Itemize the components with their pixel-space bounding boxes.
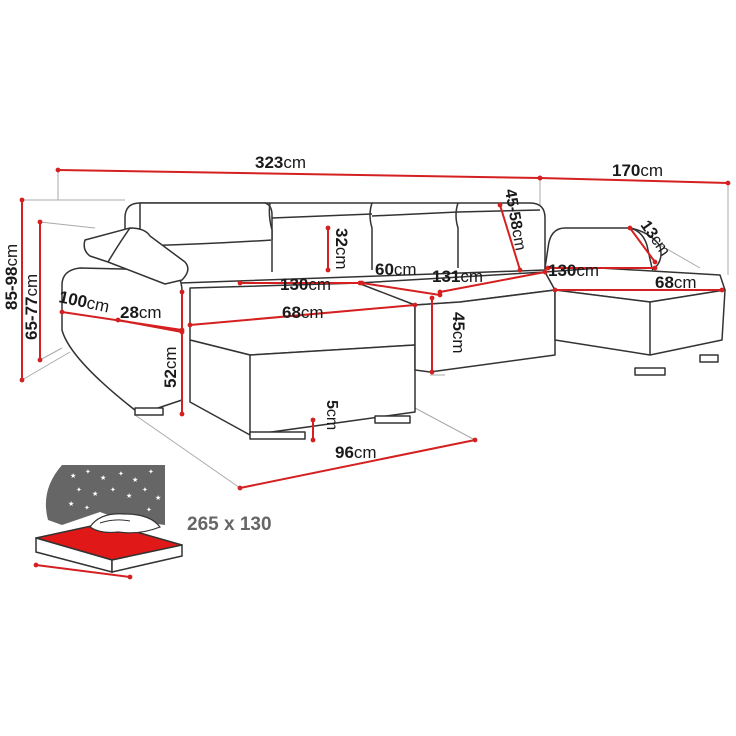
dimension-labels: 323cm 170cm 85-98cm 65-77cm 100cm 28cm 5… bbox=[2, 153, 697, 462]
night-sky-icon bbox=[62, 465, 165, 525]
headrest-left bbox=[139, 202, 273, 247]
label-60: 60cm bbox=[375, 260, 417, 279]
svg-text:✦: ✦ bbox=[110, 486, 116, 494]
dim-line-323 bbox=[55, 167, 543, 181]
leg bbox=[249, 431, 306, 440]
left-arm-cushion bbox=[83, 227, 189, 285]
svg-text:✦: ✦ bbox=[85, 468, 91, 476]
label-130-left: 130cm bbox=[280, 275, 331, 294]
headrest-center bbox=[268, 202, 273, 272]
pillow-icon bbox=[89, 513, 161, 534]
label-68-right: 68cm bbox=[655, 273, 697, 292]
dim-line-60 bbox=[359, 280, 443, 298]
dim-line-45-58 bbox=[497, 202, 523, 273]
headrest-middle bbox=[369, 202, 373, 270]
svg-text:★: ★ bbox=[68, 500, 74, 508]
svg-text:✦: ✦ bbox=[76, 486, 82, 494]
svg-text:★: ★ bbox=[92, 490, 98, 498]
left-armrest bbox=[61, 267, 183, 415]
label-131: 131cm bbox=[432, 267, 483, 286]
label-5: 5cm bbox=[323, 400, 340, 430]
svg-text:★: ★ bbox=[155, 494, 161, 502]
svg-text:✦: ✦ bbox=[148, 468, 154, 476]
dim-line-13 bbox=[627, 225, 658, 265]
bed-size-label: 265 x 130 bbox=[187, 514, 272, 535]
label-323: 323cm bbox=[255, 153, 306, 172]
svg-text:✦: ✦ bbox=[118, 470, 124, 478]
svg-text:✦: ✦ bbox=[142, 486, 148, 494]
svg-text:✦: ✦ bbox=[146, 506, 152, 514]
dim-line-68-left bbox=[187, 302, 418, 328]
label-96: 96cm bbox=[335, 443, 377, 462]
label-170: 170cm bbox=[612, 161, 663, 180]
middle-base bbox=[414, 289, 556, 373]
svg-text:★: ★ bbox=[126, 492, 132, 500]
leg bbox=[699, 354, 719, 363]
label-45: 45cm bbox=[449, 312, 468, 354]
headrest-right bbox=[455, 202, 459, 268]
dim-line-28 bbox=[115, 317, 185, 335]
dim-line-170 bbox=[537, 175, 731, 186]
label-65-77: 65-77cm bbox=[22, 274, 41, 340]
label-68-left: 68cm bbox=[282, 303, 324, 322]
stars-icon: ★✦★ ✦★✦ ✦★✦ ★✦★ ★✦✦ bbox=[68, 468, 161, 514]
svg-text:★: ★ bbox=[70, 472, 76, 480]
label-52: 52cm bbox=[161, 346, 180, 388]
dim-line-bed-length bbox=[33, 562, 133, 580]
dim-line-131 bbox=[437, 269, 548, 295]
svg-text:★: ★ bbox=[100, 474, 106, 482]
label-130-right: 130cm bbox=[548, 261, 599, 280]
svg-text:✦: ✦ bbox=[84, 504, 90, 512]
svg-text:★: ★ bbox=[132, 476, 138, 484]
dimension-lines bbox=[19, 167, 731, 580]
label-85-98: 85-98cm bbox=[2, 244, 21, 310]
leg bbox=[134, 407, 164, 416]
leg bbox=[634, 367, 666, 376]
bed-function-icon: ★✦★ ✦★✦ ✦★✦ ★✦★ ★✦✦ 265 x 130 bbox=[35, 465, 272, 573]
dim-line-96 bbox=[237, 437, 478, 491]
label-45-58: 45-58cm bbox=[501, 188, 529, 252]
label-28: 28cm bbox=[120, 303, 162, 322]
leg bbox=[374, 415, 411, 424]
label-100: 100cm bbox=[57, 287, 111, 316]
label-32: 32cm bbox=[332, 228, 351, 270]
